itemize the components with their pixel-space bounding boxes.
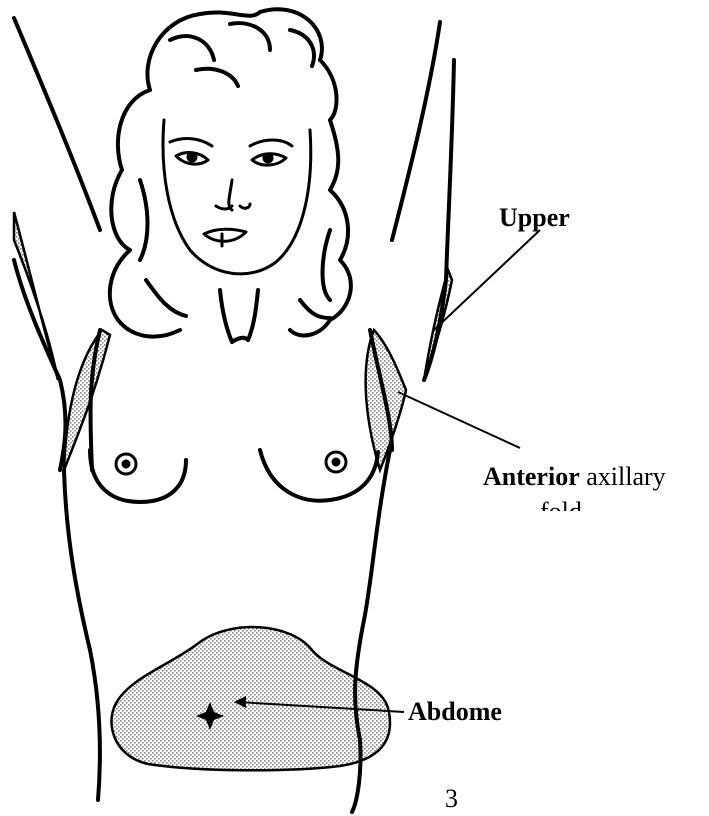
shaded-regions: [14, 212, 452, 770]
nipples: [116, 452, 346, 474]
anterior-arrow: [398, 392, 520, 448]
anterior-word: Anterior: [483, 462, 580, 491]
page-number: 3: [445, 784, 458, 814]
abdome-label: Abdome: [408, 697, 502, 727]
face: [163, 120, 311, 274]
abdomen-shading: [111, 627, 390, 770]
axillary-word: axillary: [586, 462, 665, 491]
left-axillary-fold-shading: [64, 330, 110, 470]
left-upper-arm-shading: [14, 212, 58, 380]
upper-label: Upper: [499, 203, 570, 233]
hair: [110, 9, 351, 336]
anterior-axillary-fold-label: Anterior axillary: [483, 462, 666, 492]
fold-word: fold: [540, 497, 582, 511]
fold-label-clip: fold: [540, 497, 620, 511]
